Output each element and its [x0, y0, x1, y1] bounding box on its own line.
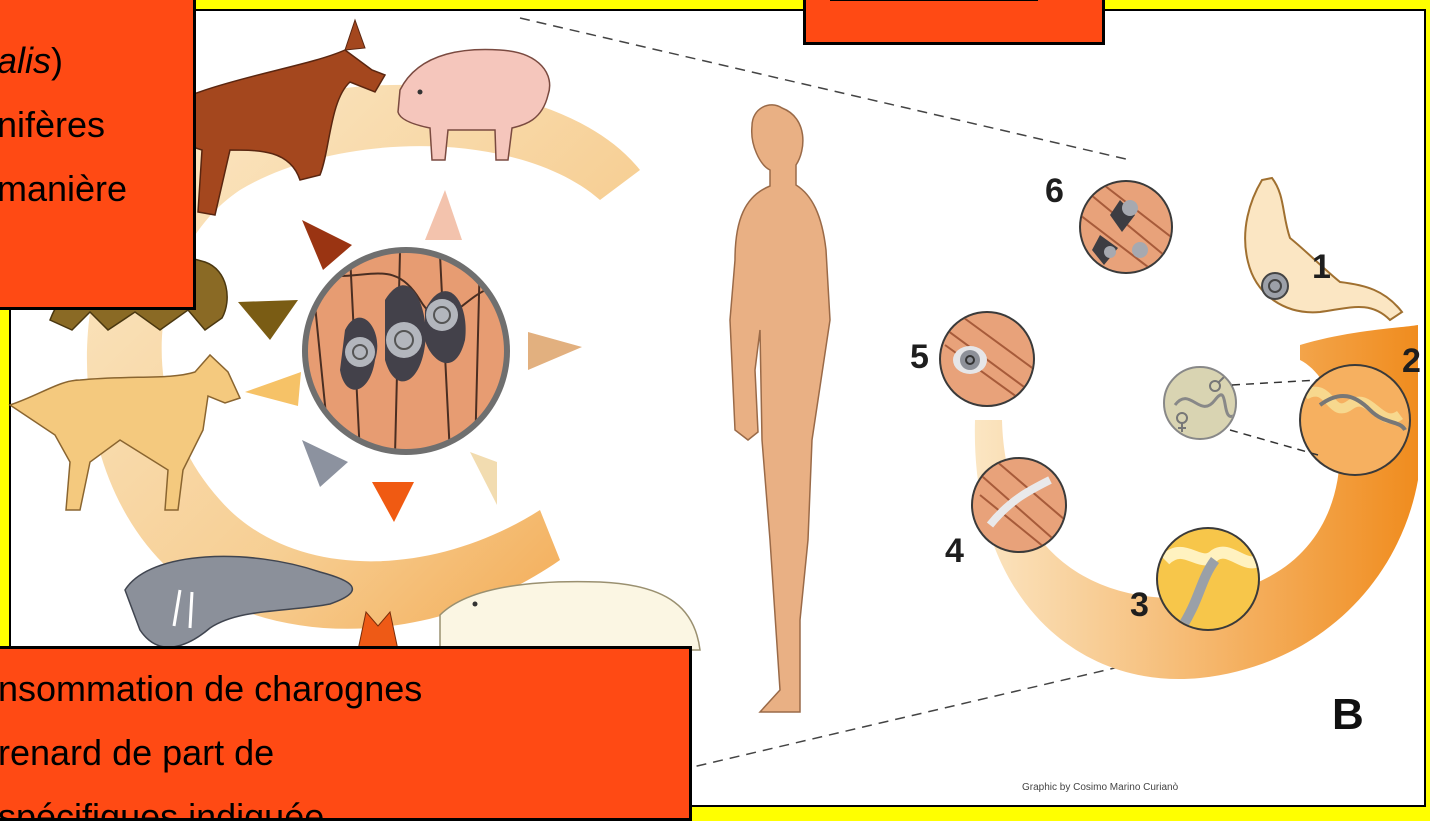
- graphic-credit: Graphic by Cosimo Marino Curianò: [1022, 782, 1178, 793]
- title-callout-underline: [830, 0, 1038, 1]
- callout-b-line3: spécifiques indiquée: [0, 797, 324, 821]
- panel-label: B: [1332, 690, 1364, 739]
- host-range-callout: alis) nifères manière: [0, 0, 196, 310]
- callout-tl-line1-rest: ): [51, 40, 63, 81]
- stage-label-1: 1: [1312, 248, 1331, 286]
- transmission-callout: nsommation de charognes renard de part d…: [0, 646, 692, 821]
- stage-label-3: 3: [1130, 586, 1149, 624]
- adult-worms-lens: [1164, 367, 1236, 439]
- stage-label-5: 5: [910, 338, 929, 376]
- stage-label-6: 6: [1045, 172, 1064, 210]
- callout-b-line2: renard de part de: [0, 733, 274, 773]
- callout-tl-line2: nifères: [0, 105, 105, 145]
- callout-tl-line3: manière: [0, 169, 127, 209]
- callout-b-line1: nsommation de charognes: [0, 669, 422, 709]
- stage-label-2: 2: [1402, 342, 1421, 380]
- species-name-fragment: alis: [0, 40, 51, 81]
- stage-label-4: 4: [945, 532, 964, 570]
- title-callout: [803, 0, 1105, 45]
